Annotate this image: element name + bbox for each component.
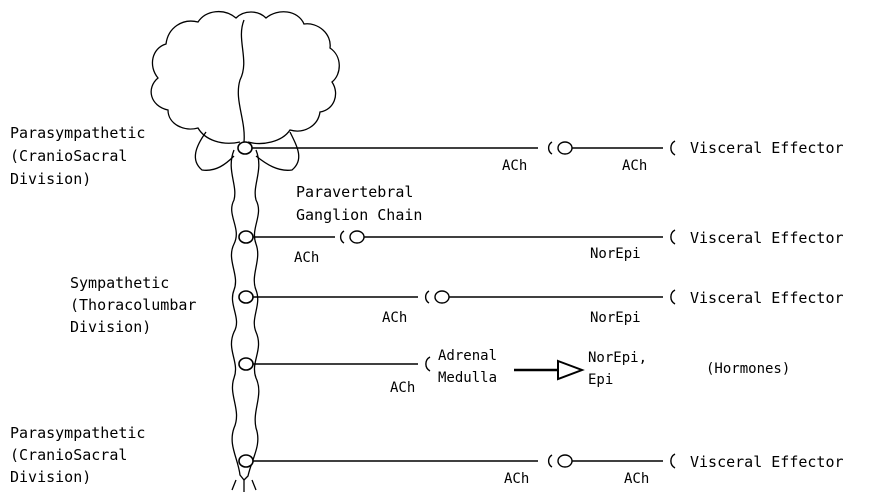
cns-neuron-1: [237, 141, 253, 155]
p2-pre-nt: ACh: [294, 250, 319, 266]
pathway-2: [253, 229, 676, 245]
p5-pre-nt: ACh: [504, 471, 529, 487]
cns-neuron-2: [238, 230, 254, 244]
p4-pre-nt: ACh: [390, 380, 415, 396]
hormone-arrow: [514, 359, 585, 381]
norepi-epi-line2: Epi: [588, 372, 613, 388]
effector-2: Visceral Effector: [690, 229, 844, 247]
spinal-tail: [231, 479, 257, 492]
cns-neuron-3: [238, 290, 254, 304]
sympathetic-line3: Division): [70, 318, 151, 336]
p3-pre-nt: ACh: [382, 310, 407, 326]
cns-neurons: [237, 141, 254, 468]
p3-post-nt: NorEpi: [590, 310, 641, 326]
effector-1: Visceral Effector: [690, 139, 844, 157]
effector-3: Visceral Effector: [690, 289, 844, 307]
brain-drawing: [150, 11, 340, 171]
p5-post-nt: ACh: [624, 471, 649, 487]
parasympathetic-top-line1: Parasympathetic: [10, 124, 145, 142]
paravertebral-line2: Ganglion Chain: [296, 206, 422, 224]
p1-post-nt: ACh: [622, 158, 647, 174]
norepi-epi-line1: NorEpi,: [588, 350, 647, 366]
pathway-3: [253, 289, 676, 305]
p2-post-nt: NorEpi: [590, 246, 641, 262]
effector-5: Visceral Effector: [690, 453, 844, 471]
pathway-5: [253, 453, 676, 469]
cns-neuron-4: [238, 357, 254, 371]
p1-pre-nt: ACh: [502, 158, 527, 174]
parasympathetic-top-line3: Division): [10, 170, 91, 188]
paravertebral-line1: Paravertebral: [296, 183, 413, 201]
parasympathetic-bottom-line2: (CranioSacral: [10, 446, 127, 464]
parasympathetic-bottom-line3: Division): [10, 468, 91, 486]
pathway-1: [252, 140, 676, 156]
sympathetic-line1: Sympathetic: [70, 274, 169, 292]
pathway-4: [253, 356, 431, 372]
adrenal-line1: Adrenal: [438, 348, 497, 364]
sympathetic-line2: (Thoracolumbar: [70, 296, 196, 314]
hormones-label: (Hormones): [706, 361, 790, 377]
cns-neuron-5: [238, 454, 254, 468]
spinal-cord-drawing: [230, 149, 260, 481]
parasympathetic-top-line2: (CranioSacral: [10, 147, 127, 165]
adrenal-line2: Medulla: [438, 370, 497, 386]
parasympathetic-bottom-line1: Parasympathetic: [10, 424, 145, 442]
